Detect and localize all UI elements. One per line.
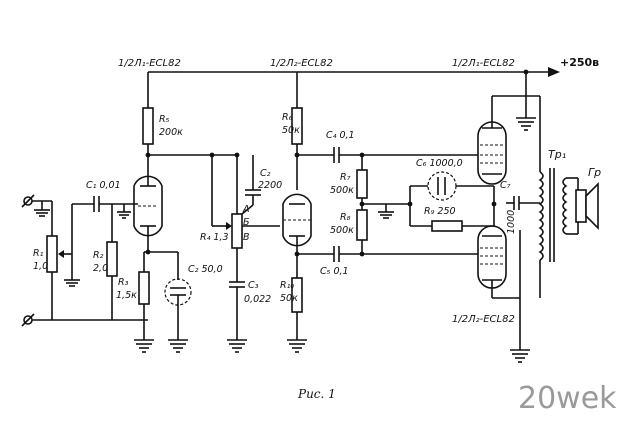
r8-value: 500к	[330, 225, 354, 236]
r9-label: R₉ 250	[424, 206, 456, 217]
tube-1-triode: R₅ 200к R₃ 1,5к C₂ 50,0	[116, 72, 223, 353]
tube-label-4: 1/2Л₂-ECL82	[452, 314, 515, 325]
transformer-label: Тр₁	[548, 148, 566, 161]
tone-control: R₄ 1,3 А Б В C₂ 2200 C₃ 0,022	[148, 152, 282, 353]
tube-label-2: 1/2Л₂-ECL82	[270, 58, 333, 69]
tube-label-1: 1/2Л₁-ECL82	[118, 58, 181, 69]
c1-label: C₁ 0,01	[86, 180, 121, 191]
c7-name: C₇	[500, 180, 511, 191]
r1-name: R₁	[33, 248, 44, 259]
pot-tap-b: Б	[243, 217, 250, 228]
r10-value: 50к	[280, 293, 298, 304]
c2-label: C₂ 50,0	[188, 264, 223, 275]
r8-name: R₈	[340, 212, 351, 223]
tube-2-triode: R₆ 50к R₁₀ 50к	[280, 72, 312, 353]
supply-voltage-label: +250в	[560, 56, 599, 69]
c7-value: 1000	[506, 210, 517, 234]
input-terminals: R₁ 1,0 C₁ 0,01 R₂ 2,0	[21, 180, 148, 327]
speaker-label: Гр	[588, 166, 601, 179]
tube-label-3: 1/2Л₁-ECL82	[452, 58, 515, 69]
supply-rail: +250в	[148, 56, 599, 77]
c3-name: C₃	[248, 280, 259, 291]
output-transformer: Тр₁ C₇ 1000	[492, 69, 568, 363]
r7-value: 500к	[330, 185, 354, 196]
c5-label: C₅ 0,1	[320, 266, 349, 277]
r1-value: 1,0	[33, 261, 48, 272]
figure-caption: Рис. 1	[297, 387, 336, 401]
r2-name: R₂	[93, 250, 104, 261]
output-cathode-network: C₆ 1000,0 R₉ 250	[407, 158, 497, 232]
r10-name: R₁₀	[280, 280, 294, 291]
tube-3-pentode	[477, 96, 507, 185]
r5-value: 200к	[159, 127, 183, 138]
coupling-network: C₄ 0,1 C₅ 0,1 R₇ 500к R₈ 500к	[297, 130, 478, 277]
r5-name: R₅	[159, 114, 170, 125]
c2b-value: 2200	[258, 180, 282, 191]
r2-value: 2,0	[93, 263, 108, 274]
tube-4-pentode	[477, 225, 520, 299]
pot-tap-a: А	[242, 204, 250, 215]
c2b-name: C₂	[260, 168, 271, 179]
r3-value: 1,5к	[116, 290, 137, 301]
loudspeaker: Гр	[566, 166, 601, 235]
r7-name: R₇	[340, 172, 351, 183]
c6-label: C₆ 1000,0	[416, 158, 463, 169]
r3-name: R₃	[118, 277, 129, 288]
c4-label: C₄ 0,1	[326, 130, 355, 141]
pot-tap-v: В	[243, 232, 250, 243]
c3-value: 0,022	[244, 294, 271, 305]
r4-label: R₄ 1,3	[200, 232, 229, 243]
r6-name: R₆	[282, 112, 293, 123]
watermark: 20wek	[518, 381, 617, 416]
r6-value: 50к	[282, 125, 300, 136]
